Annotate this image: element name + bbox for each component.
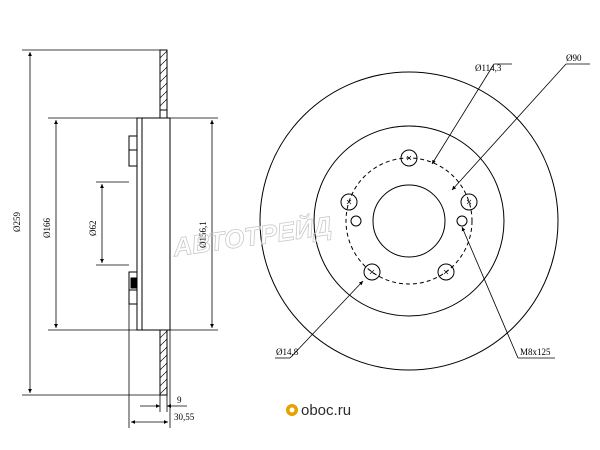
carmine-logo-icon-inner <box>289 407 295 413</box>
dim-thread: M8x125 <box>520 347 551 357</box>
dim-hub-diameter: Ø90 <box>566 53 582 63</box>
bolt-hole <box>363 263 381 281</box>
dim-center-bore: Ø62 <box>88 221 98 237</box>
hub-circle <box>345 157 473 285</box>
dim-bolt-hole: Ø14,8 <box>276 347 299 357</box>
dim-outer-diameter: Ø259 <box>12 212 22 232</box>
side-view-labels: Ø259 Ø166 Ø62 Ø156,1 9 30,55 <box>12 212 208 422</box>
dim-hat-diameter: Ø166 <box>42 218 52 238</box>
watermark: АВТОТРЕЙД <box>170 210 334 262</box>
bolt-hole <box>340 193 358 211</box>
dim-thickness: 9 <box>177 395 182 405</box>
front-view-labels: Ø114,3 Ø90 Ø14,8 M8x125 <box>276 53 582 357</box>
center-bore-circle <box>372 184 446 258</box>
disc-outer-circle <box>259 71 559 371</box>
side-view <box>128 49 171 396</box>
bolt-holes <box>340 149 478 281</box>
front-view <box>259 71 559 371</box>
dim-total-height: 30,55 <box>174 412 195 422</box>
dim-bolt-circle: Ø114,3 <box>475 63 502 73</box>
friction-inner-circle <box>313 125 505 317</box>
thread-hole <box>456 215 468 227</box>
thread-holes <box>350 215 468 227</box>
thread-hole <box>350 215 362 227</box>
brand-logo: oboc.ru <box>286 402 351 419</box>
brand-name: oboc.ru <box>301 402 351 419</box>
front-view-leaders <box>275 63 590 359</box>
bolt-hole <box>437 263 455 281</box>
side-view-dimensions <box>22 49 218 428</box>
bolt-hole <box>400 149 418 167</box>
bolt-hole <box>460 193 478 211</box>
dim-friction-inner: Ø156,1 <box>198 221 208 248</box>
